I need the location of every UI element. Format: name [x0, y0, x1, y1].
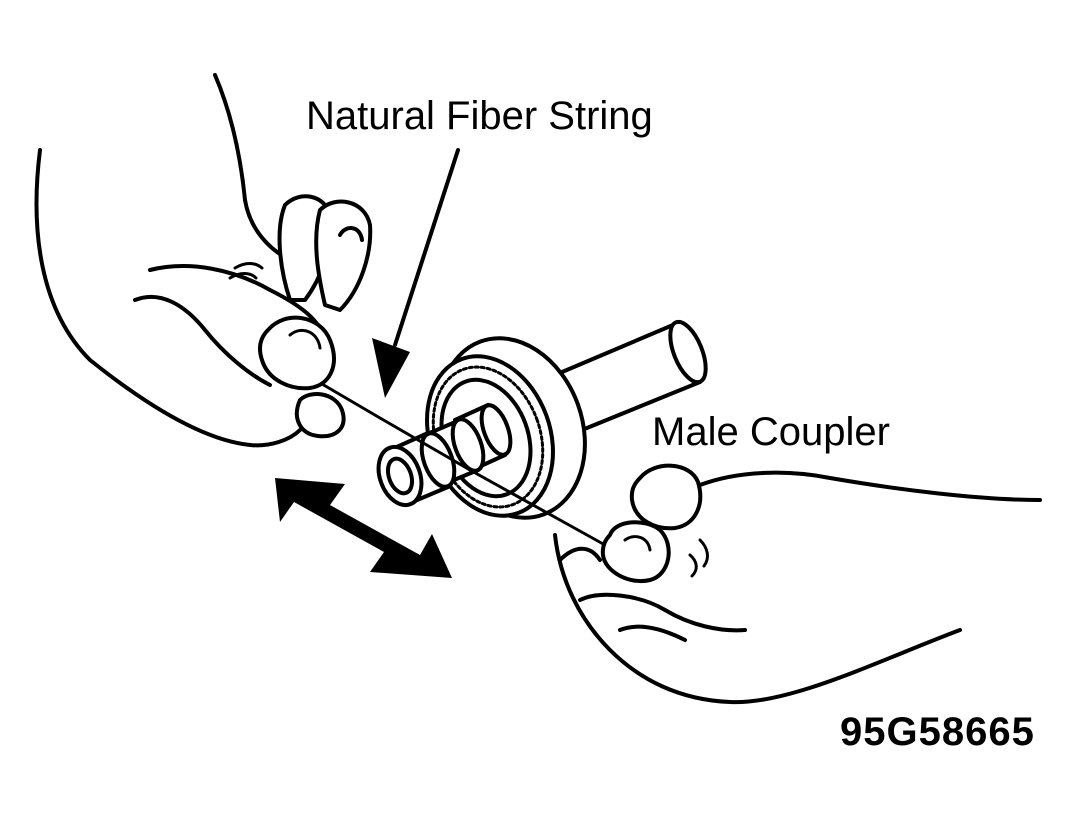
figure-code-label: 95G58665: [840, 710, 1035, 754]
string-leader-arrow: [372, 148, 460, 398]
right-hand: [553, 463, 1042, 705]
motion-double-arrow: [275, 478, 452, 578]
fiber-string: [320, 382, 607, 547]
left-hand: [34, 73, 373, 448]
male-coupler: [376, 403, 513, 508]
natural-fiber-string-label: Natural Fiber String: [306, 94, 653, 138]
male-coupler-label: Male Coupler: [652, 410, 890, 454]
